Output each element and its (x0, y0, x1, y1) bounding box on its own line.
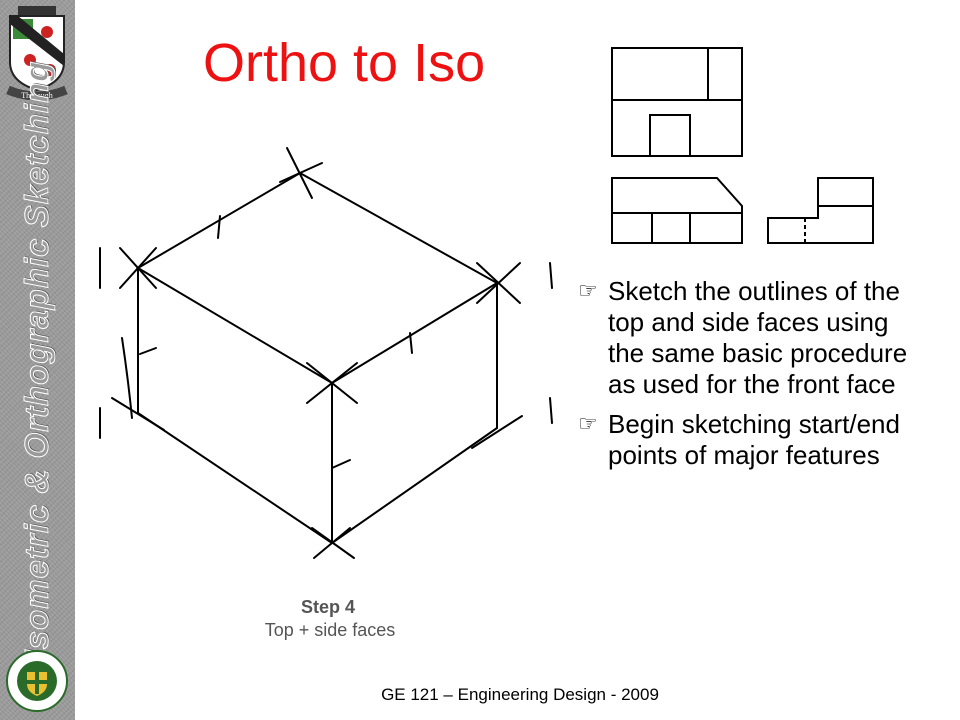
crest-motto: Thorough (21, 91, 53, 100)
pointing-hand-icon: ☞ (578, 411, 598, 436)
bullet-item: ☞ Sketch the outlines of the top and sid… (578, 276, 918, 400)
crest-icon: Thorough (6, 6, 68, 100)
figure-step-subtitle: Top + side faces (264, 620, 396, 640)
figure-step-title: Step 4 (300, 597, 356, 617)
bullet-text: Begin sketching start/end points of majo… (608, 409, 900, 470)
front-view (611, 47, 743, 157)
bullet-text: Sketch the outlines of the top and side … (608, 276, 908, 399)
university-logo-icon (6, 650, 68, 712)
bullet-list: ☞ Sketch the outlines of the top and sid… (578, 276, 918, 480)
page-title: Ortho to Iso (203, 33, 486, 93)
orthographic-views-figure (611, 47, 874, 244)
top-view (611, 177, 743, 244)
cube-bottom-edges (137, 412, 498, 545)
footer-text: GE 121 – Engineering Design - 2009 (381, 685, 659, 704)
sidebar: Thorough Isometric & Orthographic Sketch… (0, 0, 75, 720)
side-view (767, 177, 874, 244)
pointing-hand-icon: ☞ (578, 278, 598, 303)
bullet-item: ☞ Begin sketching start/end points of ma… (578, 409, 918, 471)
isometric-cube-sketch (99, 147, 553, 559)
cube-top-face (136, 171, 499, 385)
vertical-course-title: Isometric & Orthographic Sketching (18, 60, 56, 660)
